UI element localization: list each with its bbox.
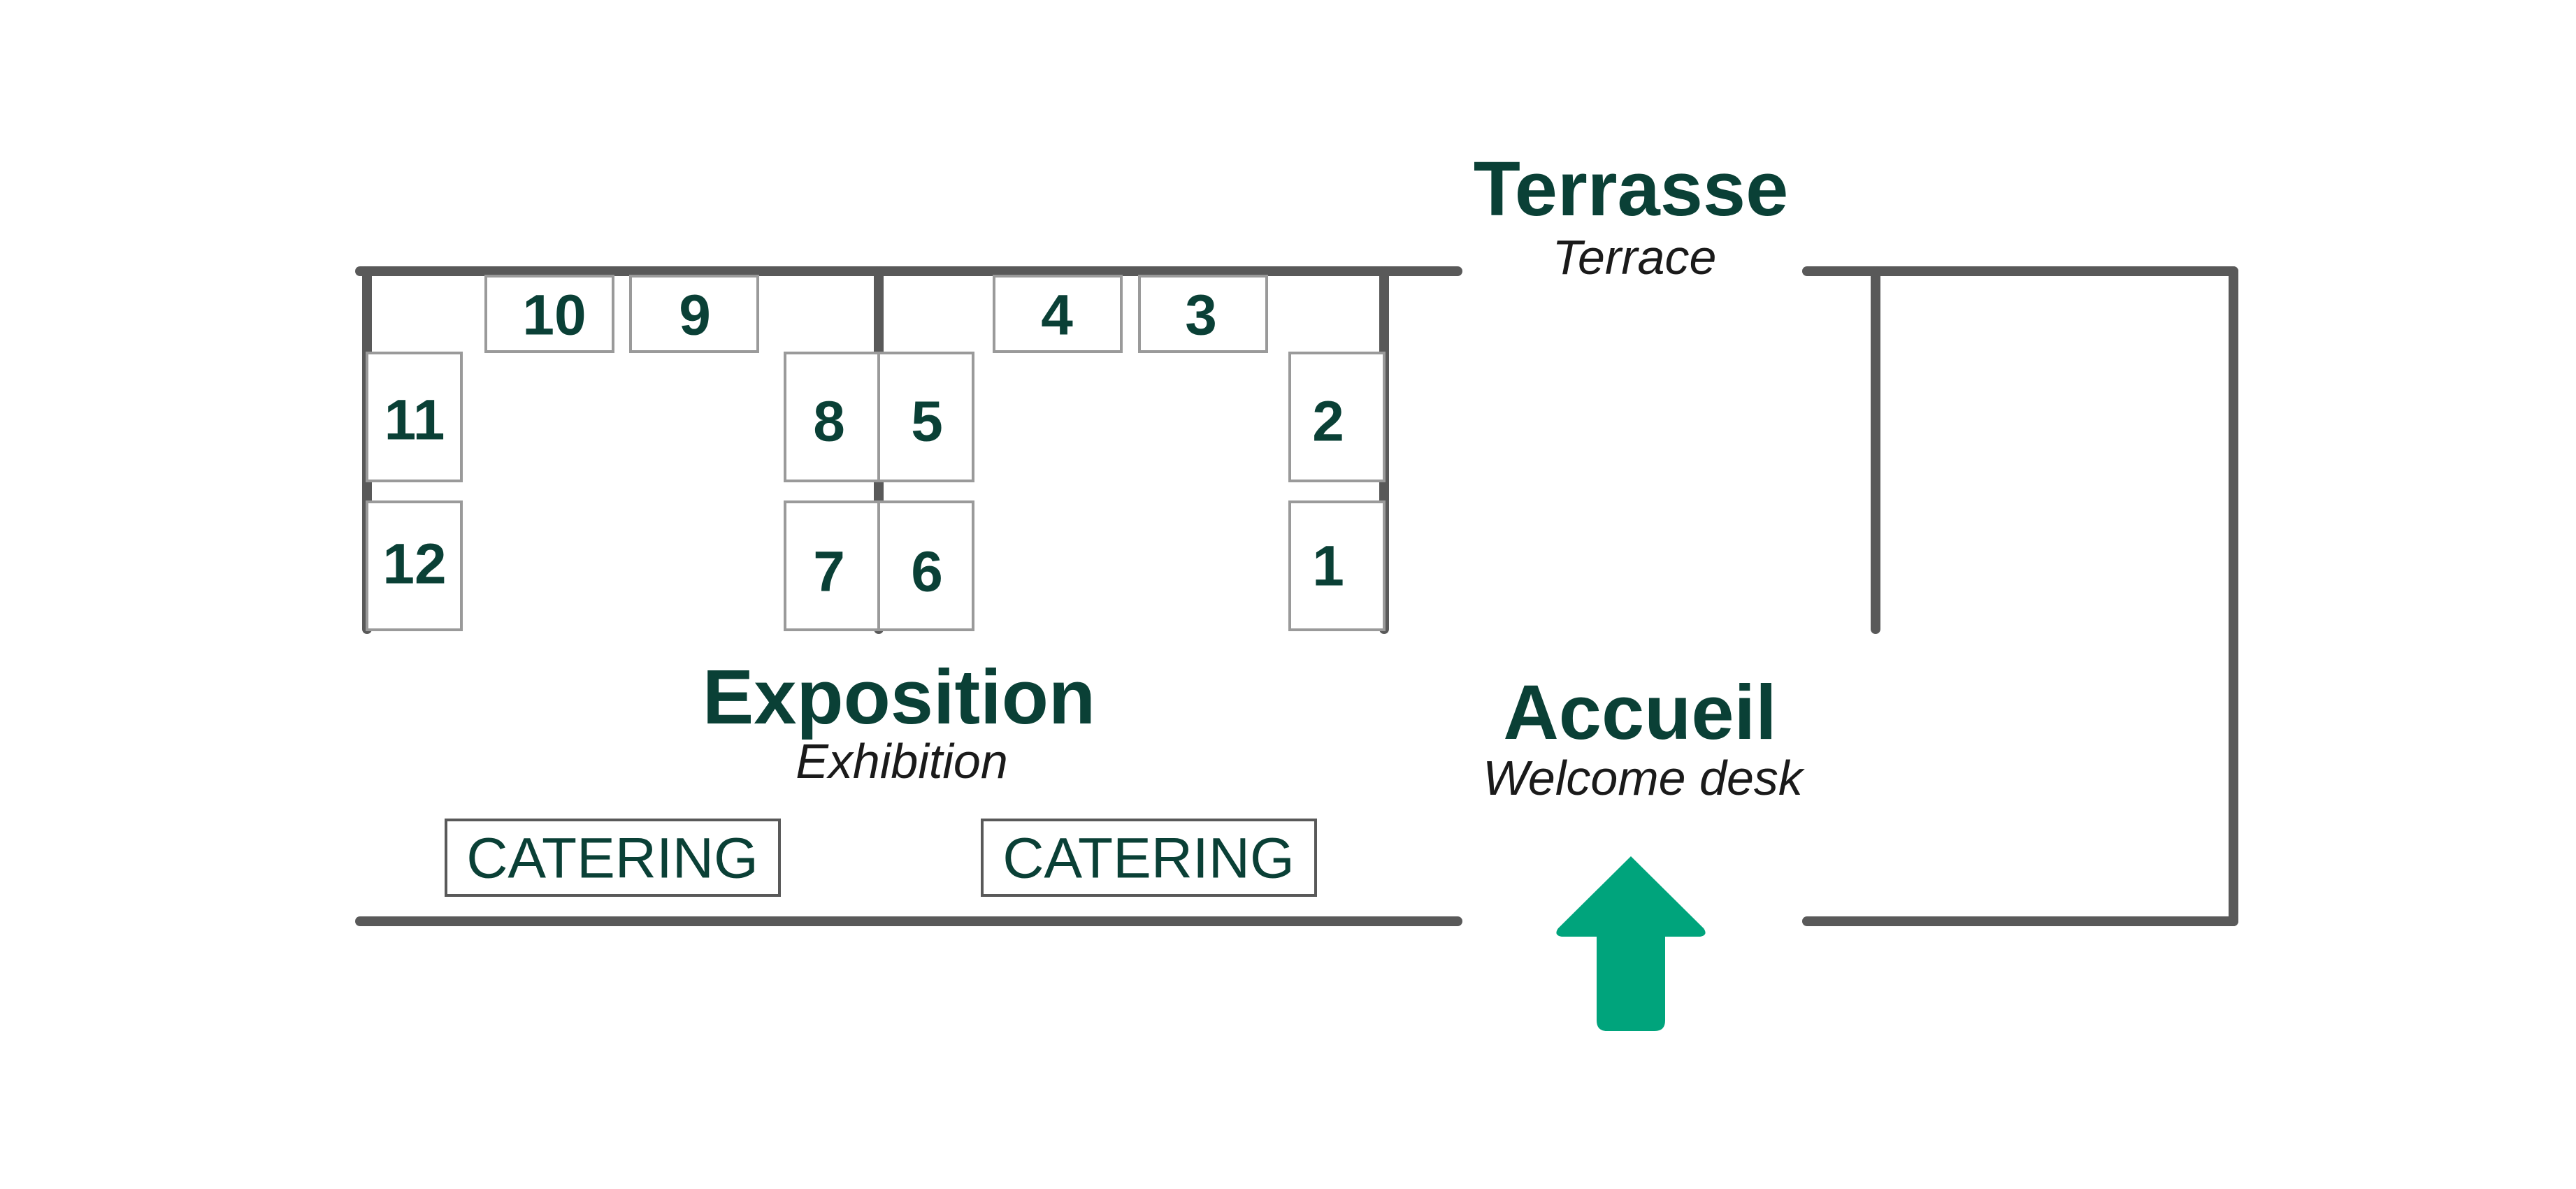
welcome-title: Accueil [1503, 670, 1776, 756]
booth-9[interactable]: 9 [629, 275, 759, 353]
booth-11-box [366, 352, 463, 482]
booth-8[interactable]: 8 [784, 352, 880, 482]
terrace-title: Terrasse [1474, 146, 1789, 232]
booth-5-label: 5 [911, 390, 943, 454]
booth-12-label: 12 [382, 533, 446, 596]
booth-12[interactable]: 12 [366, 500, 463, 631]
booth-2-label: 2 [1312, 390, 1344, 454]
booth-9-box [629, 275, 759, 353]
booth-10-label: 10 [522, 284, 586, 347]
exhibition-subtitle: Exhibition [796, 734, 1008, 788]
booth-6-box [877, 500, 974, 631]
booth-4-box [993, 275, 1123, 353]
booth-9-label: 9 [679, 284, 711, 347]
booth-5-box [877, 352, 974, 482]
up-arrow-icon [1556, 856, 1706, 1031]
zone-welcome: Accueil Welcome desk [1483, 670, 1805, 805]
zone-terrace: Terrasse Terrace [1474, 146, 1789, 284]
catering-box-2 [981, 819, 1317, 897]
catering-area-2: CATERING [981, 819, 1317, 897]
booth-6-label: 6 [911, 540, 943, 604]
booth-11[interactable]: 11 [366, 352, 463, 482]
booth-3-box [1138, 275, 1268, 353]
exhibition-title: Exposition [703, 654, 1095, 740]
booth-7[interactable]: 7 [784, 500, 880, 631]
booths: 10 9 4 3 11 12 8 7 [366, 275, 1386, 631]
booth-3[interactable]: 3 [1138, 275, 1268, 353]
booth-3-label: 3 [1185, 284, 1217, 347]
booth-1-box [1288, 500, 1386, 631]
booth-2[interactable]: 2 [1288, 352, 1386, 482]
catering-label-2: CATERING [1002, 827, 1295, 891]
booth-1[interactable]: 1 [1288, 500, 1386, 631]
booth-5[interactable]: 5 [877, 352, 974, 482]
welcome-subtitle: Welcome desk [1483, 751, 1805, 805]
booth-8-box [784, 352, 880, 482]
booth-4[interactable]: 4 [993, 275, 1123, 353]
booth-4-label: 4 [1041, 284, 1073, 347]
zone-exhibition: Exposition Exhibition [703, 654, 1095, 788]
booth-6[interactable]: 6 [877, 500, 974, 631]
booth-8-label: 8 [813, 390, 845, 454]
catering-label-1: CATERING [466, 827, 758, 891]
booth-7-label: 7 [813, 540, 845, 604]
booth-1-label: 1 [1312, 535, 1344, 598]
booth-11-label: 11 [384, 389, 445, 452]
terrace-subtitle: Terrace [1553, 230, 1717, 284]
catering-area-1: CATERING [445, 819, 781, 897]
catering-box-1 [445, 819, 781, 897]
booth-12-box [366, 500, 463, 631]
booth-10[interactable]: 10 [484, 275, 614, 353]
booth-2-box [1288, 352, 1386, 482]
booth-10-box [484, 275, 614, 353]
booth-7-box [784, 500, 880, 631]
